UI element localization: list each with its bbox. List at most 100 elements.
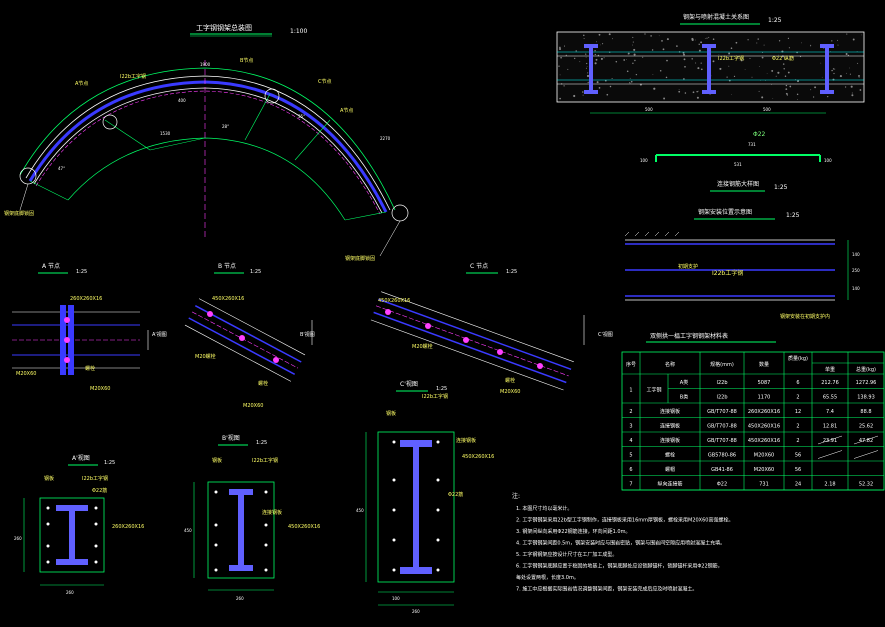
install-lining-label: 初期支护	[678, 263, 698, 270]
radial-line-2	[104, 119, 151, 151]
concrete-speckle	[574, 57, 576, 60]
table-header-cell: 数量	[759, 361, 769, 368]
view-c2-dim-c: 450	[356, 508, 364, 513]
concrete-speckle	[849, 73, 851, 75]
table-title: 双侧拱一榀工字钢钢架材料表	[650, 332, 728, 340]
radial-line-5	[344, 211, 387, 221]
concrete-speckle	[730, 47, 733, 49]
view-b2-plate-label: 钢板	[212, 457, 222, 464]
concrete-speckle	[757, 38, 759, 40]
concrete-speckle	[635, 73, 638, 76]
concrete-speckle	[692, 91, 695, 94]
concrete-speckle	[595, 58, 598, 61]
view-b2-size-label: 450X260X16	[288, 524, 320, 530]
section-top: 钢架与喷射混凝土关系图 1:25 I22b工字钢 Φ22 纵筋 500	[556, 13, 865, 114]
table-cell: 2.18	[824, 482, 835, 488]
view-c-prime: C'视图 1:25 钢板 I22b工字钢 连接钢板 450X260X16 Φ22…	[356, 380, 494, 614]
table-cell: 2	[796, 438, 799, 444]
concrete-speckle	[827, 95, 829, 98]
concrete-speckle	[652, 74, 654, 75]
table-cell: M20X60	[754, 467, 774, 473]
dim-35: 35°	[298, 114, 305, 119]
table-cell: GB/T707-88	[707, 438, 737, 444]
concrete-speckle	[766, 72, 768, 74]
view-c2-title: C'视图	[400, 380, 418, 388]
concrete-speckle	[856, 51, 858, 52]
concrete-speckle	[789, 56, 791, 58]
view-c2-plate	[377, 431, 455, 583]
concrete-speckle	[598, 87, 601, 89]
concrete-speckle	[585, 53, 587, 55]
concrete-speckle	[789, 85, 792, 88]
table-cell: GB/T707-88	[707, 424, 737, 430]
view-c2-flange-bottom	[400, 567, 432, 574]
view-c2-web	[413, 447, 419, 567]
note-line: 4. 工字钢钢架间距0.5m，钢架安装时应与围岩密贴，钢架与围岩间空隙应用喷射混…	[516, 540, 725, 547]
joint-circle-bottom-right	[391, 204, 409, 222]
view-a2-bolts	[46, 506, 98, 564]
concrete-speckle	[684, 92, 687, 94]
concrete-speckle	[573, 94, 576, 98]
concrete-speckle	[630, 80, 633, 83]
concrete-speckle	[583, 38, 585, 39]
view-b-prime: B'视图 1:25 钢板 I22b工字钢 连接钢板 450X260X16 260…	[184, 434, 320, 601]
view-a2-flange-top	[56, 505, 88, 511]
concrete-speckle	[846, 72, 847, 74]
section-top-scale: 1:25	[768, 17, 782, 24]
table-cell: 连接钢板	[660, 423, 680, 430]
concrete-speckle	[814, 86, 817, 89]
concrete-speckle	[712, 38, 715, 40]
label-bottom-right: 钢架底脚锁固	[345, 255, 375, 262]
section-dim-1: 500	[645, 107, 653, 112]
note-line: 3. 钢架间纵向采用Φ22钢筋连接，环向间距1.0m。	[516, 528, 630, 535]
view-b-bolt-2	[239, 335, 245, 341]
concrete-speckle	[849, 67, 851, 69]
concrete-speckle	[696, 96, 699, 99]
table-cell: 260X260X16	[748, 409, 780, 415]
view-c2-size-label: 450X260X16	[462, 454, 494, 460]
concrete-speckle	[666, 59, 668, 62]
material-table: 双侧拱一榀工字钢钢架材料表 序号名称规格(mm)数量质量(kg)单重总重(kg)…	[621, 332, 885, 491]
table-cell: 纵向连接筋	[657, 481, 682, 488]
table-cell: 2	[629, 409, 632, 415]
table-cell: 3	[629, 424, 632, 430]
concrete-speckle	[758, 90, 760, 92]
concrete-speckle	[585, 56, 587, 58]
table-cell: I22b	[716, 380, 727, 386]
view-c-bolt-5	[537, 363, 543, 369]
table-cell: 6	[796, 380, 799, 386]
table-cell: 56	[795, 467, 801, 473]
concrete-speckle	[611, 77, 613, 80]
table-empty-slash	[817, 450, 843, 459]
concrete-speckle	[778, 54, 779, 56]
view-a2-plate	[39, 497, 105, 573]
table-cell: Φ22	[717, 482, 727, 488]
view-a-bolt-2	[64, 337, 70, 343]
table-cell: 138.93	[857, 395, 875, 401]
concrete-speckle	[786, 94, 789, 96]
concrete-speckle	[749, 57, 751, 60]
concrete-speckle	[683, 53, 685, 56]
table-cell: M20X60	[754, 453, 774, 459]
view-a-bolt-1	[64, 317, 70, 323]
view-b-bolt-3	[273, 357, 279, 363]
concrete-speckle	[728, 52, 731, 55]
concrete-speckle	[797, 80, 799, 83]
note-line: 5. 工字钢钢架应按设计尺寸在工厂加工成型。	[516, 551, 617, 558]
connecting-rebar-title: 连接钢筋大样图	[717, 180, 759, 188]
concrete-speckle	[594, 53, 596, 56]
table-cell: 2	[796, 395, 799, 401]
notes-lines: 1. 本图尺寸均以毫米计。2. 工字钢钢架采用22b型工字钢制作，连接钢板采用1…	[516, 505, 733, 593]
table-cell: 1170	[758, 395, 771, 401]
concrete-speckle	[612, 38, 614, 40]
label-a-joint: A节点	[75, 81, 88, 87]
view-a-title: A 节点	[42, 262, 60, 270]
view-b-scale: 1:25	[250, 269, 261, 275]
view-c: C 节点 1:25 450X260X16 M20螺栓 螺栓 M20X60 C'视…	[370, 262, 613, 395]
concrete-speckle	[691, 58, 693, 60]
concrete-speckle	[628, 82, 631, 84]
concrete-speckle	[697, 67, 700, 70]
